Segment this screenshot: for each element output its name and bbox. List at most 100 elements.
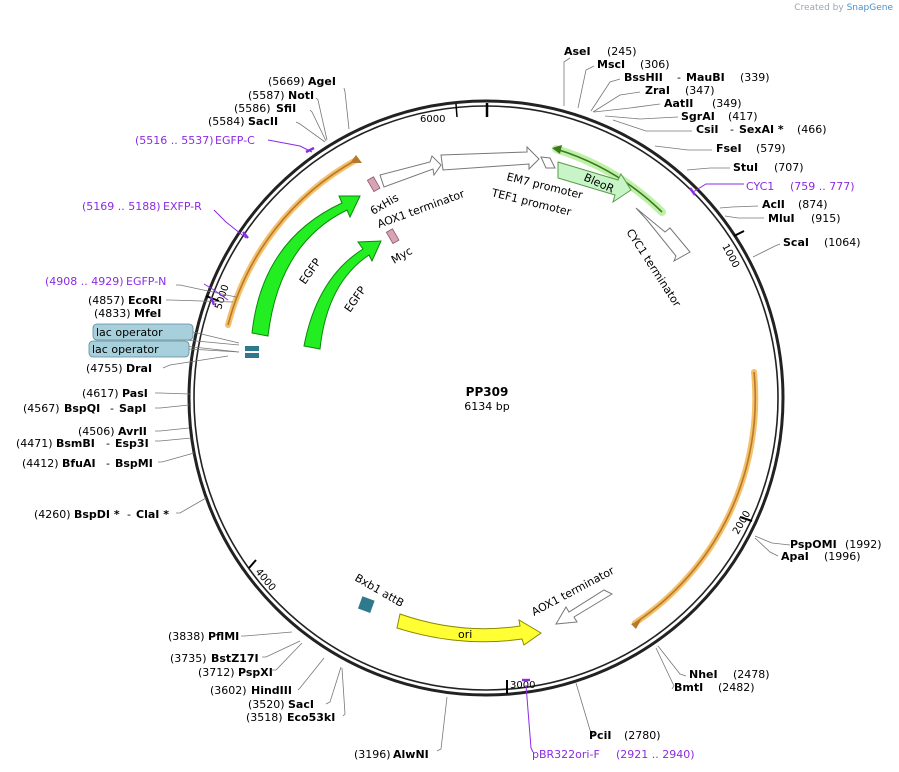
enzyme-bspmi: BspMI (115, 457, 153, 470)
enzyme-asei-pos: (245) (607, 45, 637, 58)
primer-cyc1-range: (759 .. 777) (790, 180, 855, 193)
primer-pbr322ori-f-range: (2921 .. 2940) (616, 748, 695, 761)
lac-operator-box-2 (88, 340, 190, 358)
bleor-arc-head (552, 145, 562, 154)
primer-egfp-c-range: (5516 .. 5537) (135, 134, 214, 147)
enzyme-hindiii: HindIII (251, 684, 292, 697)
enzyme-msci: MscI (597, 58, 625, 71)
enzyme-bspdi: BspDI * (74, 508, 120, 521)
orange-arc-left (227, 159, 357, 326)
enzyme-acli-pos: (874) (798, 198, 828, 211)
primer-exfp-r-range: (5169 .. 5188) (82, 200, 161, 213)
bleor-arrow (557, 161, 632, 204)
enzyme-fsei-pos: (579) (756, 142, 786, 155)
tick-2000 (739, 516, 753, 522)
enzyme-agei-pos: (5669) (268, 75, 305, 88)
enzyme-sfii-pos: (5586) (234, 102, 271, 115)
enzyme-pcii-pos: (2780) (624, 729, 661, 742)
enzyme-avrii-pos: (4506) (78, 425, 115, 438)
enzyme-ecori-pos: (4857) (88, 294, 125, 307)
tef1-promoter-arrow (440, 145, 540, 171)
tick-1000 (733, 230, 745, 237)
enzyme-pasi: PasI (122, 387, 148, 400)
enzyme-esp3i: Esp3I (115, 437, 149, 450)
enzyme-pasi-pos: (4617) (82, 387, 119, 400)
enzyme-avrii: AvrII (118, 425, 147, 438)
enzyme-bsmbi: BsmBI (56, 437, 95, 450)
watermark-brand: SnapGene (846, 3, 893, 13)
primer-egfp-c: EGFP-C (215, 134, 255, 147)
tick-label-1000: 1000 (719, 242, 741, 270)
left-enzyme-labels: (5669) AgeI (5587) NotI (5586) SfiI (558… (16, 75, 429, 761)
lac-operator-label-1: lac operator (96, 326, 163, 339)
enzyme-sfii: SfiI (276, 102, 296, 115)
enzyme-bmti-pos: (2482) (718, 681, 755, 694)
primer-labels: (5516 .. 5537) EGFP-C (5169 .. 5188) EXF… (45, 134, 855, 761)
enzyme-zrai-pos: (347) (685, 84, 715, 97)
enzyme-msci-pos: (306) (640, 58, 670, 71)
enzyme-noti: NotI (288, 89, 314, 102)
plasmid-name: PP309 (466, 385, 509, 399)
egfp-inner-arrow (303, 240, 382, 350)
enzyme-maubi: MauBI (686, 71, 725, 84)
enzyme-zrai: ZraI (645, 84, 670, 97)
bleor-arc (555, 148, 663, 213)
lac-operator-mark-1 (245, 346, 259, 351)
enzyme-scai-pos: (1064) (824, 236, 861, 249)
enzyme-pflmi-pos: (3838) (168, 630, 205, 643)
watermark-prefix: Created by (794, 3, 844, 13)
enzyme-mlui: MluI (768, 212, 795, 225)
svg-text:-: - (110, 402, 114, 415)
orange-arrowhead-right (631, 620, 641, 629)
enzyme-alwni: AlwNI (393, 748, 429, 761)
svg-text:-: - (106, 457, 110, 470)
lac-operator-box-1 (92, 323, 194, 341)
primer-marks (209, 146, 696, 682)
primer-pbr322ori-f: pBR322ori-F (532, 748, 600, 761)
enzyme-bstz17i-pos: (3735) (170, 652, 207, 665)
enzyme-mfei: MfeI (134, 307, 161, 320)
egfp-inner-label: EGFP (342, 284, 369, 315)
enzyme-bmti: BmtI (674, 681, 703, 694)
enzyme-drai-pos: (4755) (86, 362, 123, 375)
enzyme-bfuai: BfuAI (62, 457, 96, 470)
enzyme-bsmbi-pos: (4471) (16, 437, 53, 450)
enzyme-saci: SacI (288, 698, 314, 711)
enzyme-stui: StuI (733, 161, 758, 174)
enzyme-bspdi-pos: (4260) (34, 508, 71, 521)
bxb1-attb-box (357, 596, 375, 613)
enzyme-ecori: EcoRI (128, 294, 162, 307)
orange-arc-right (634, 371, 757, 624)
enzyme-drai: DraI (126, 362, 152, 375)
enzyme-sgrai-pos: (417) (728, 110, 758, 123)
enzyme-pspxi: PspXI (238, 666, 273, 679)
enzyme-sapi: SapI (119, 402, 146, 415)
tick-4000 (248, 559, 257, 569)
enzyme-pflmi: PflMI (208, 630, 239, 643)
ori-label: ori (458, 628, 472, 641)
enzyme-clai: ClaI * (136, 508, 169, 521)
enzyme-bspqi: BspQI (64, 402, 100, 415)
aox1-terminator-top-arrow (379, 155, 442, 188)
enzyme-bstz17i: BstZ17I (211, 652, 259, 665)
right-enzyme-labels: AseI (245) MscI (306) BssHII - MauBI (33… (564, 45, 882, 742)
enzyme-bfuai-pos: (4412) (22, 457, 59, 470)
aox1-terminator-bottom-arrow (555, 589, 614, 625)
enzyme-sexai: SexAI * (739, 123, 784, 136)
primer-exfp-r: EXFP-R (163, 200, 202, 213)
enzyme-aatii: AatII (664, 97, 693, 110)
myc-tag-box (385, 228, 400, 245)
orange-arrowhead-left (350, 155, 362, 163)
tick-label-6000: 6000 (420, 114, 445, 125)
enzyme-eco53ki: Eco53kI (287, 711, 335, 724)
enzyme-saci-pos: (3520) (248, 698, 285, 711)
snapgene-watermark: Created by SnapGene (794, 3, 893, 13)
backbone-outer (187, 99, 785, 697)
em7-promoter-arrow (540, 156, 556, 169)
lac-operator-leader-2 (188, 348, 240, 353)
enzyme-pspxi-pos: (3712) (198, 666, 235, 679)
enzyme-sacii-pos: (5584) (208, 115, 245, 128)
svg-text:-: - (127, 508, 131, 521)
enzyme-apai: ApaI (781, 550, 809, 563)
